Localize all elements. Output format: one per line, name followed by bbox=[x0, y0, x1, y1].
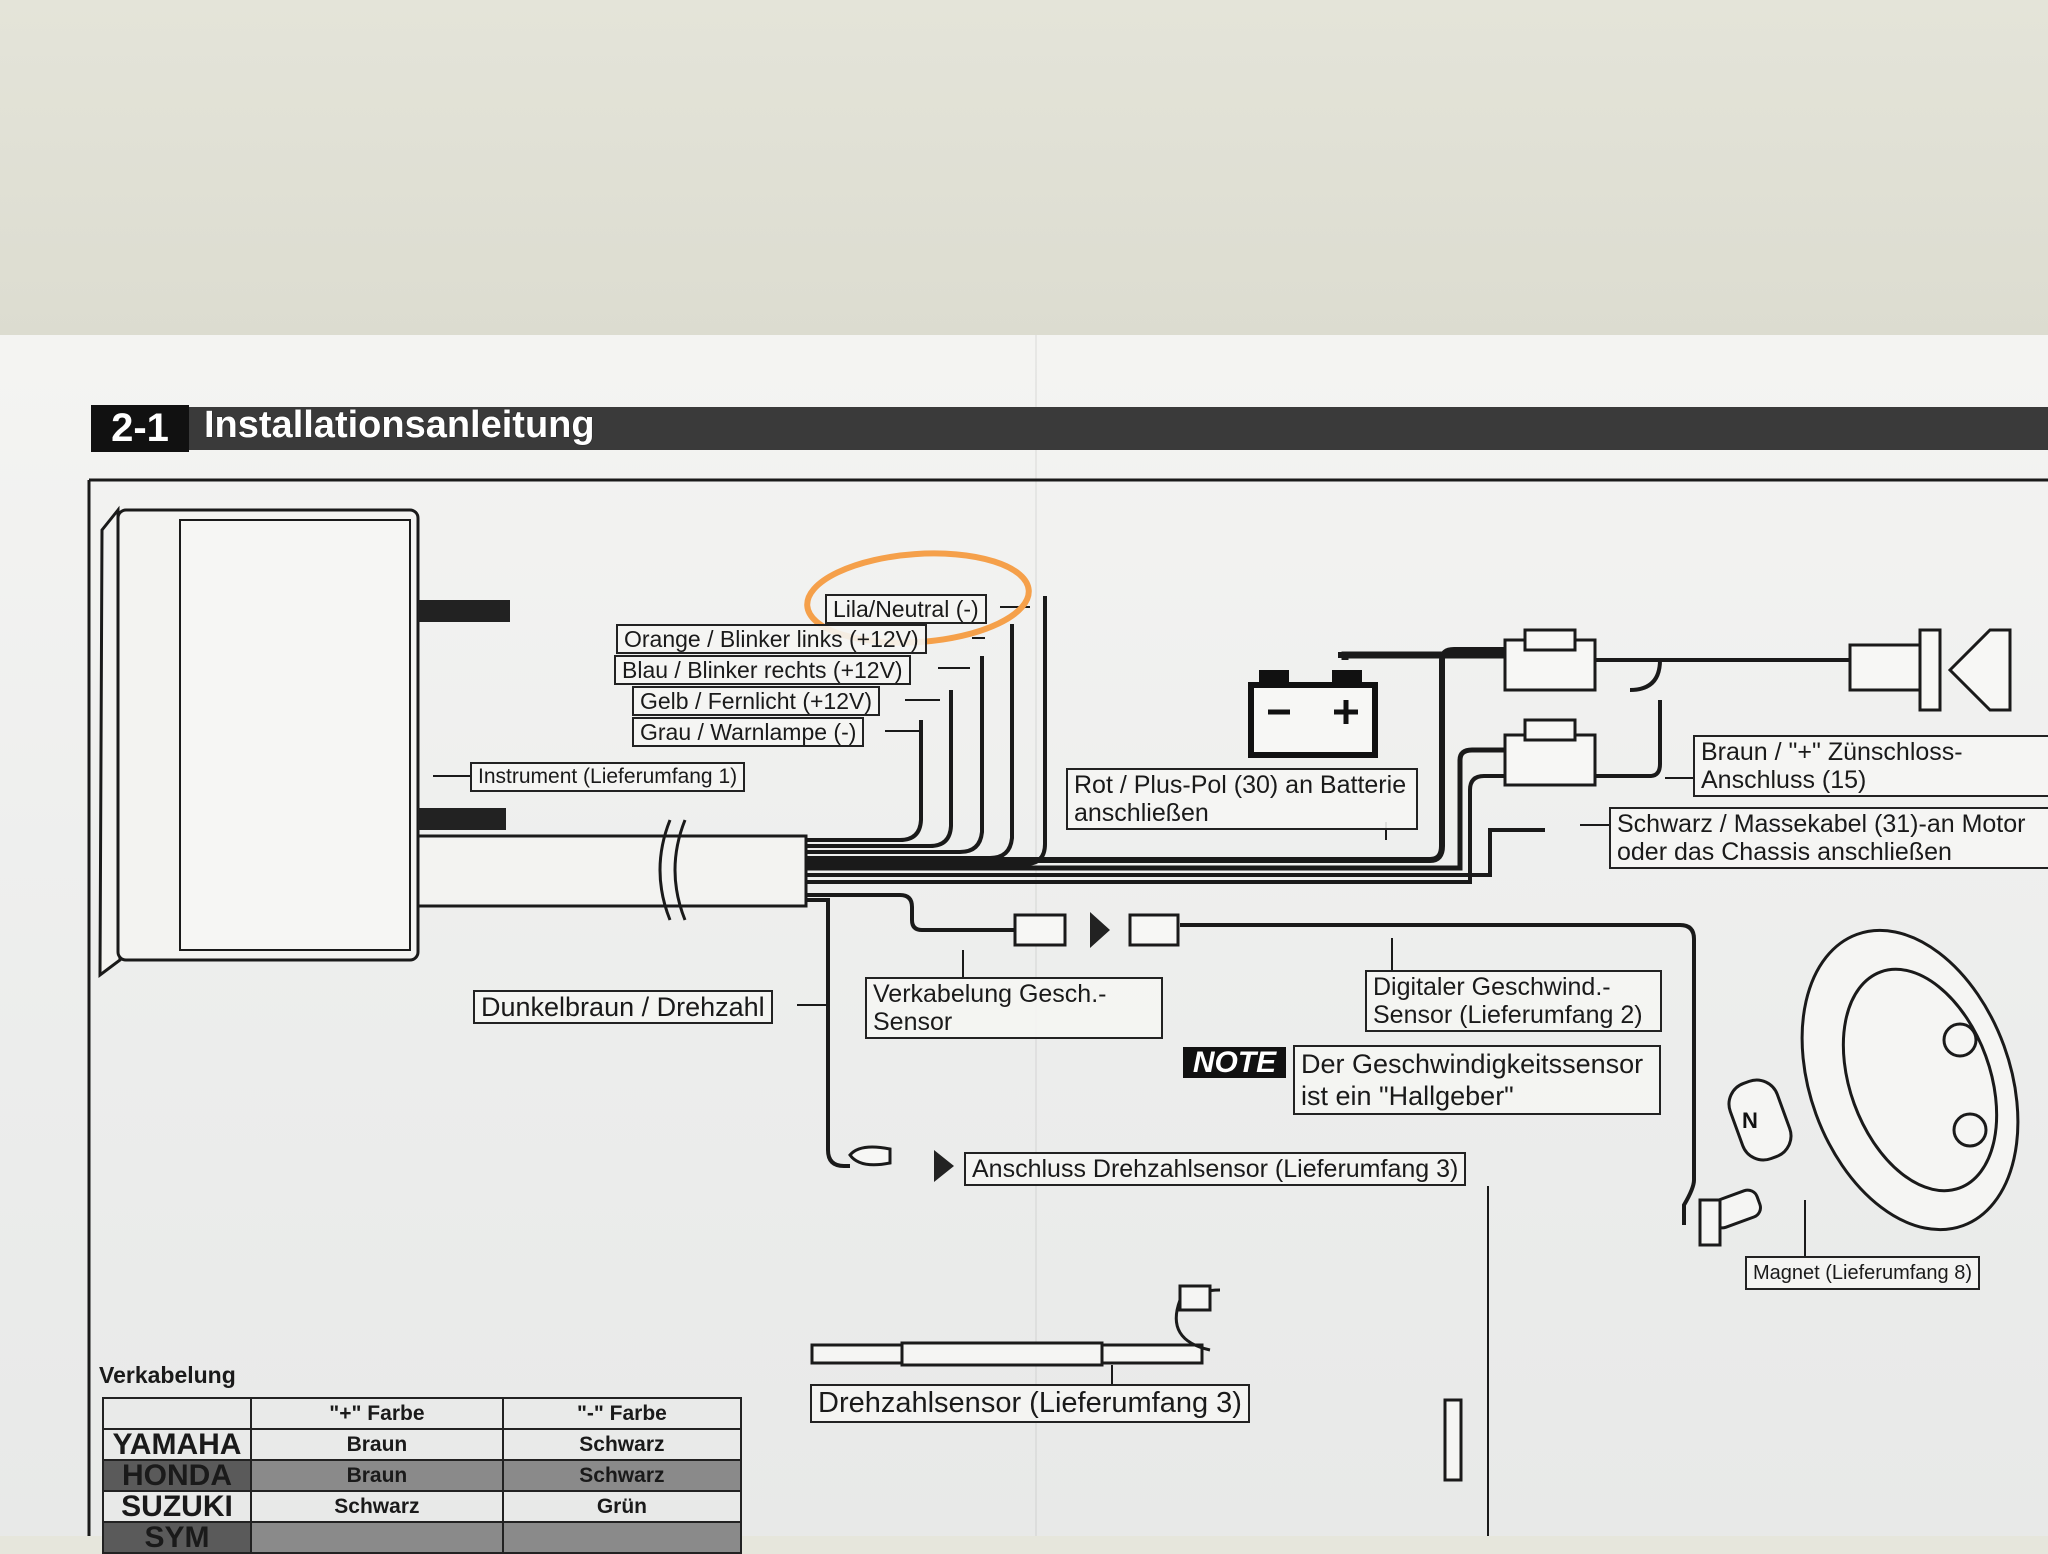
section-number: 2-1 bbox=[91, 405, 189, 452]
label-orange-blinker-links: Orange / Blinker links (+12V) bbox=[616, 624, 927, 654]
connector-blocks bbox=[848, 628, 2012, 1167]
label-grau-warnlampe: Grau / Warnlampe (-) bbox=[632, 717, 865, 747]
table-row: SUZUKI Schwarz Grün bbox=[102, 1490, 743, 1523]
label-instrument: Instrument (Lieferumfang 1) bbox=[470, 762, 746, 792]
label-anschluss-drehzahlsensor: Anschluss Drehzahlsensor (Lieferumfang 3… bbox=[964, 1152, 1467, 1186]
note-text: Der Geschwindigkeitssensor ist ein "Hall… bbox=[1293, 1045, 1661, 1115]
plus-color-cell: Schwarz bbox=[250, 1490, 504, 1523]
brake-disc bbox=[1800, 928, 2020, 1232]
rpm-sensor-drawing bbox=[810, 1284, 1463, 1482]
cable-tube bbox=[416, 819, 808, 921]
table-header-row: "+" Farbe "-" Farbe bbox=[102, 1397, 743, 1430]
arrow-icon bbox=[934, 912, 1110, 1182]
label-verkabelung-gesch-sensor: Verkabelung Gesch.-Sensor bbox=[865, 977, 1163, 1039]
label-blau-blinker-rechts: Blau / Blinker rechts (+12V) bbox=[614, 655, 911, 685]
table-row: HONDA Braun Schwarz bbox=[102, 1459, 743, 1492]
table-row: YAMAHA Braun Schwarz bbox=[102, 1428, 743, 1461]
label-gelb-fernlicht: Gelb / Fernlicht (+12V) bbox=[632, 686, 881, 716]
table-row: SYM bbox=[102, 1521, 743, 1554]
mounting-stud-bottom bbox=[418, 808, 506, 830]
label-dunkelbraun-drehzahl: Dunkelbraun / Drehzahl bbox=[473, 990, 773, 1024]
label-drehzahlsensor: Drehzahlsensor (Lieferumfang 3) bbox=[810, 1384, 1250, 1423]
label-digitaler-sensor: Digitaler Geschwind.-Sensor (Lieferumfan… bbox=[1365, 970, 1662, 1032]
label-schwarz-massekabel: Schwarz / Massekabel (31)-an Motor oder … bbox=[1609, 807, 2048, 869]
minus-color-cell: Grün bbox=[501, 1490, 743, 1523]
table-header-cell: "+" Farbe bbox=[250, 1397, 504, 1430]
label-magnet: Magnet (Lieferumfang 8) bbox=[1745, 1256, 1981, 1290]
label-rot-plus-pol: Rot / Plus-Pol (30) an Batterie anschlie… bbox=[1066, 768, 1418, 830]
section-header-bar bbox=[91, 407, 2048, 450]
brand-cell: SYM bbox=[102, 1521, 252, 1554]
brand-cell: SUZUKI bbox=[102, 1490, 252, 1523]
plus-color-cell bbox=[250, 1521, 504, 1554]
speed-sensor bbox=[1698, 1078, 1793, 1247]
minus-color-cell: Schwarz bbox=[501, 1459, 743, 1492]
wiring-table: "+" Farbe "-" Farbe YAMAHA Braun Schwarz… bbox=[102, 1397, 743, 1554]
note-tag: NOTE bbox=[1183, 1047, 1286, 1078]
label-braun-zuendschloss: Braun / "+" Zünschloss-Anschluss (15) bbox=[1693, 735, 2048, 797]
battery-icon bbox=[1248, 670, 1378, 758]
mounting-stud-top bbox=[418, 600, 510, 622]
instrument-housing bbox=[98, 505, 420, 979]
harness-wires bbox=[806, 596, 1850, 1225]
brand-cell: HONDA bbox=[102, 1459, 252, 1492]
minus-color-cell: Schwarz bbox=[501, 1428, 743, 1461]
wall-background bbox=[0, 0, 2048, 345]
plus-color-cell: Braun bbox=[250, 1428, 504, 1461]
section-title: Installationsanleitung bbox=[204, 404, 595, 446]
table-header-cell: "-" Farbe bbox=[501, 1397, 743, 1430]
wiring-table-title: Verkabelung bbox=[99, 1362, 236, 1388]
label-lila-neutral: Lila/Neutral (-) bbox=[825, 594, 987, 624]
leader-lines bbox=[433, 606, 1806, 1536]
magnet-pole-letter: N bbox=[1742, 1108, 1758, 1133]
plus-color-cell: Braun bbox=[250, 1459, 504, 1492]
table-header-cell bbox=[102, 1397, 252, 1430]
brand-cell: YAMAHA bbox=[102, 1428, 252, 1461]
minus-color-cell bbox=[501, 1521, 743, 1554]
